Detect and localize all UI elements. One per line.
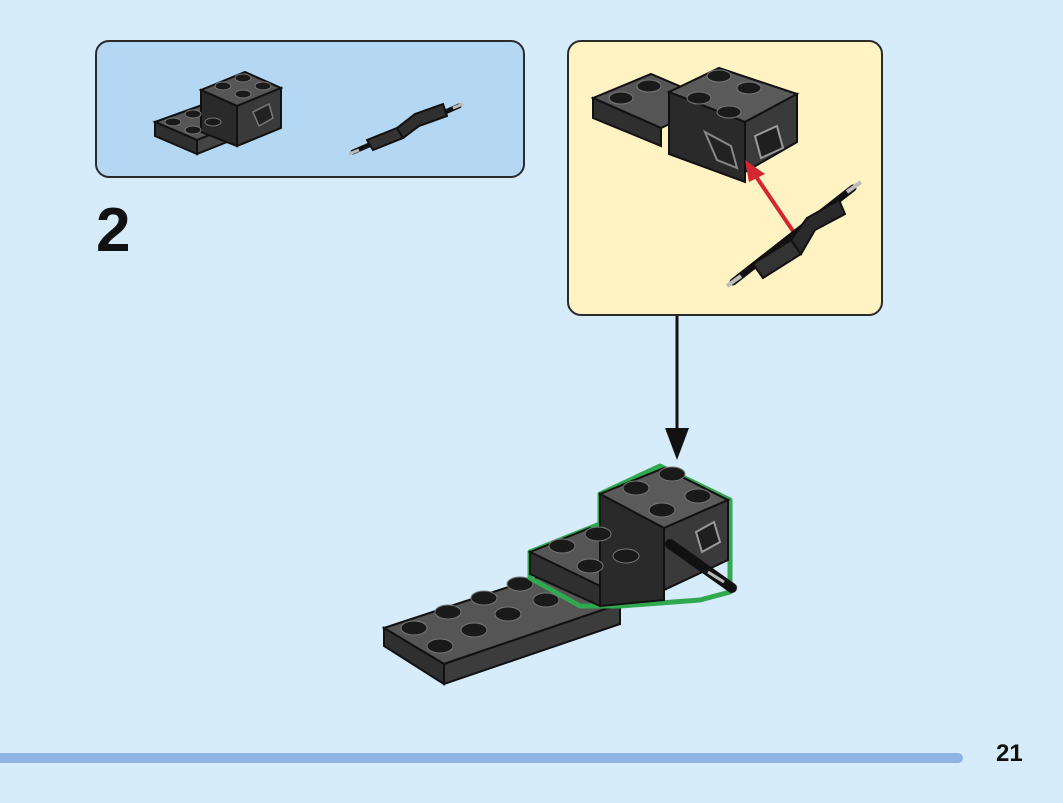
- plate-with-clip-part: [152, 70, 284, 156]
- insert-arrow: [745, 160, 797, 236]
- enlarged-bar-connector: [725, 180, 863, 288]
- callout-illustration: [590, 66, 863, 288]
- parts-illustration: [152, 70, 464, 156]
- enlarged-plate-with-clip: [590, 66, 800, 184]
- bar-connector-part: [348, 102, 464, 156]
- page-number: 21: [996, 740, 1023, 767]
- assembled-model: [381, 463, 737, 686]
- footer-bar: [0, 753, 963, 763]
- new-part-highlight: [527, 463, 737, 609]
- callout-box: [567, 40, 883, 316]
- callout-pointer-arrow: [665, 316, 689, 460]
- parts-list-box: [95, 40, 525, 178]
- step-number: 2: [96, 196, 131, 265]
